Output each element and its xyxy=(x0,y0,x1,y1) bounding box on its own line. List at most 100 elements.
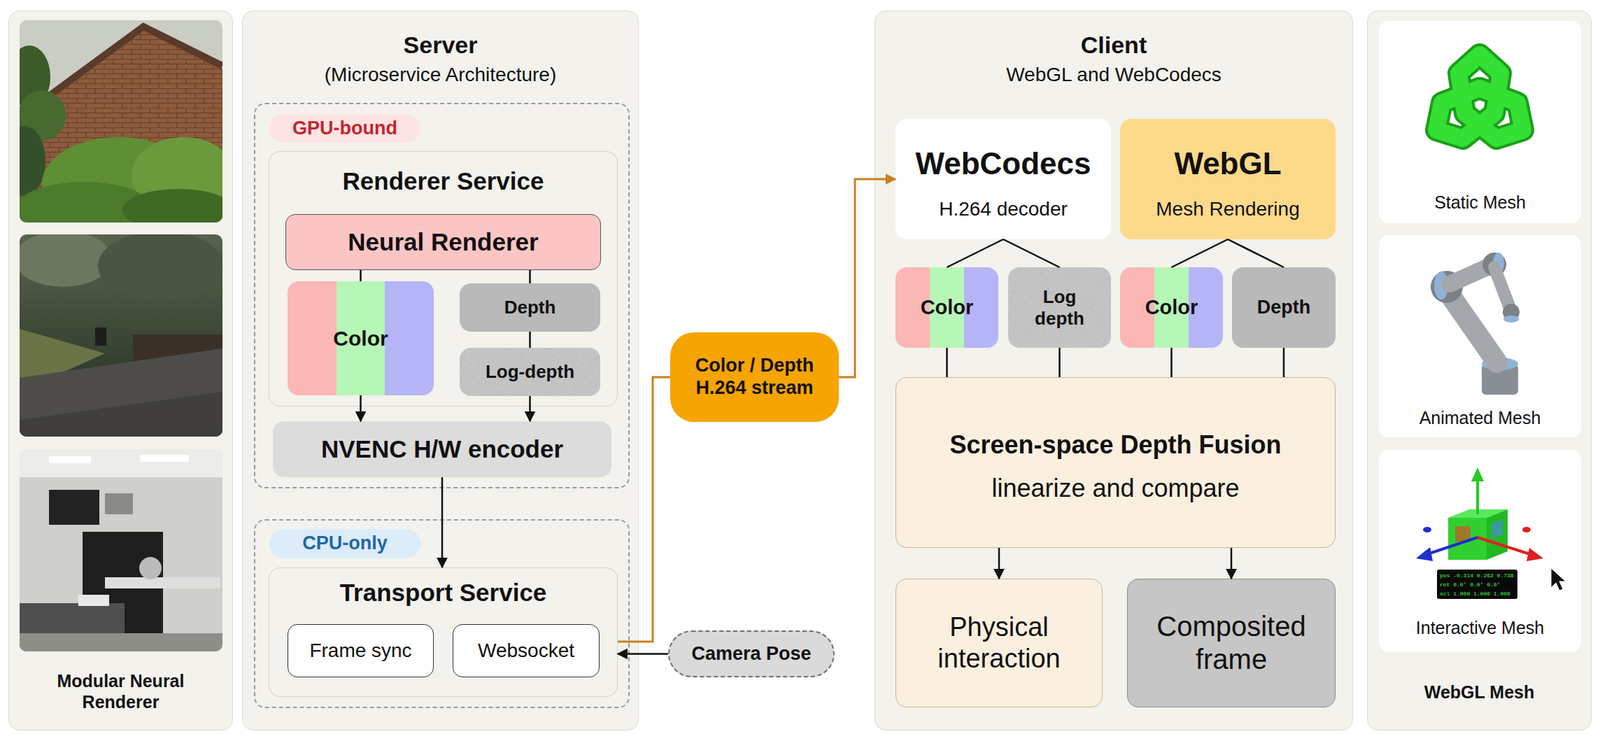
gizmo-cube-part xyxy=(1455,526,1471,542)
text-holder: Color xyxy=(287,281,434,396)
robot-arm-part xyxy=(1503,315,1519,323)
connector xyxy=(528,395,532,422)
client-panel: ClientWebGL and WebCodecsWebCodecsH.264 … xyxy=(874,10,1354,731)
robot-arm-part xyxy=(1502,303,1520,321)
stream-pill: Color / Depth H.264 stream xyxy=(670,332,839,422)
node-text: Animated Mesh xyxy=(1378,407,1582,429)
gizmo-cube-part xyxy=(1436,569,1518,599)
node-text: CPU-only xyxy=(302,532,388,555)
photo-facade-part xyxy=(122,188,223,223)
text-holder: Color xyxy=(895,267,999,348)
photo-facade-part xyxy=(19,125,46,196)
photo-facade-part xyxy=(19,20,223,223)
photo-lab-part xyxy=(48,489,100,525)
connector xyxy=(441,477,444,568)
color-buffer: Color xyxy=(287,281,434,396)
connector xyxy=(528,331,532,348)
text-holder: Physical interaction xyxy=(896,579,1102,707)
text-holder: Camera Pose xyxy=(669,631,834,676)
photo-lab-part xyxy=(139,454,189,462)
photo-facade-part xyxy=(19,29,223,223)
photo-lab-part xyxy=(104,493,133,515)
cpu-group: CPU-onlyTransport ServiceFrame syncWebso… xyxy=(253,519,630,709)
photo-park xyxy=(19,234,223,437)
mesh-card: Interactive Mesh xyxy=(1378,449,1582,653)
gizmo-cube-part xyxy=(1471,467,1484,482)
node-text: Static Mesh xyxy=(1378,192,1582,214)
depth-buffer: Depth xyxy=(459,283,601,332)
node-text: Composited frame xyxy=(1144,610,1319,676)
encoder-box: NVENC H/W encoder xyxy=(272,421,612,478)
mesh-card: Static Mesh xyxy=(1378,20,1582,224)
robot-arm-part xyxy=(1494,267,1510,308)
text-holder: Log-depth xyxy=(459,347,601,396)
fusion-box: Screen-space Depth Fusionlinearize and c… xyxy=(895,377,1336,548)
photo-lab-part xyxy=(82,531,164,637)
depth-buffer: Depth xyxy=(1232,267,1336,348)
service-box: Renderer ServiceNeural RendererColorDept… xyxy=(268,151,618,407)
gizmo-cube-part xyxy=(1551,568,1566,591)
mesh-panel: WebGL MeshStatic MeshAnimated MeshIntera… xyxy=(1367,10,1592,731)
gizmo-cube-part xyxy=(1477,537,1533,555)
node-text: H.264 decoder xyxy=(895,197,1111,221)
robot-arm-part xyxy=(1482,252,1507,277)
robot-arm-part xyxy=(1449,265,1491,285)
node-text: Transport Service xyxy=(269,577,618,607)
robot-arm-part xyxy=(1430,270,1463,303)
node-text: Neural Renderer xyxy=(347,227,538,257)
photo-park-part xyxy=(19,234,112,287)
log-depth-buffer: Log depth xyxy=(1008,267,1111,348)
connector xyxy=(359,395,362,422)
connector xyxy=(1227,239,1284,268)
node-text: linearize and compare xyxy=(896,473,1335,504)
text-holder: Composited frame xyxy=(1127,579,1335,707)
connector xyxy=(945,347,948,378)
photo-park-part xyxy=(19,348,223,437)
text-holder: Log depth xyxy=(1008,267,1111,348)
photo-park-part xyxy=(19,234,223,437)
text-holder: Color / Depth H.264 stream xyxy=(670,332,839,422)
connector xyxy=(359,270,362,282)
photo-park-part xyxy=(132,334,223,364)
photo-park-part xyxy=(19,328,105,392)
server-panel: Server(Microservice Architecture)GPU-bou… xyxy=(242,10,639,731)
node-text: Server xyxy=(242,30,639,59)
node-text: Camera Pose xyxy=(691,642,811,666)
node-text: Physical interaction xyxy=(912,611,1086,675)
photo-facade-part xyxy=(19,181,154,223)
photo-facade-part xyxy=(19,45,51,109)
pose-pill: Camera Pose xyxy=(668,630,835,678)
text-holder: Neural Renderer xyxy=(286,214,601,270)
text-holder: Depth xyxy=(1232,267,1336,348)
node-text: Interactive Mesh xyxy=(1378,617,1582,639)
photo-facade xyxy=(19,20,223,223)
photo-facade-part xyxy=(131,137,223,213)
mesh-card: Animated Mesh xyxy=(1378,235,1582,438)
photo-park-part xyxy=(97,234,223,301)
text-holder: Color xyxy=(1120,267,1223,348)
node-text: Client xyxy=(875,30,1353,59)
gizmo-cube-part xyxy=(1422,526,1432,533)
photo-facade-part xyxy=(41,137,196,223)
gizmo-cube-part xyxy=(1526,547,1544,562)
text-holder: Depth xyxy=(459,283,601,332)
photo-facade-part xyxy=(19,26,223,118)
gizmo-cube-part xyxy=(1491,519,1503,539)
connector xyxy=(1003,239,1060,268)
gizmo-cube-part xyxy=(1448,517,1487,560)
color-buffer: Color xyxy=(1120,267,1223,348)
robot-arm-part xyxy=(1492,252,1505,274)
output-box: Composited frame xyxy=(1127,578,1336,708)
trefoil-knot-part xyxy=(1436,54,1524,139)
connector xyxy=(1058,347,1061,378)
node-text: GPU-bound xyxy=(292,117,398,140)
connector xyxy=(1171,239,1229,268)
robot-arm-part xyxy=(1481,357,1519,371)
group-tag: CPU-only xyxy=(269,528,421,559)
photo-lab-part xyxy=(19,633,223,652)
trefoil-knot-part xyxy=(1436,54,1524,139)
photo-facade-part xyxy=(19,90,66,141)
gizmo-cube-part xyxy=(1476,478,1479,515)
module-box: Frame sync xyxy=(287,624,434,678)
